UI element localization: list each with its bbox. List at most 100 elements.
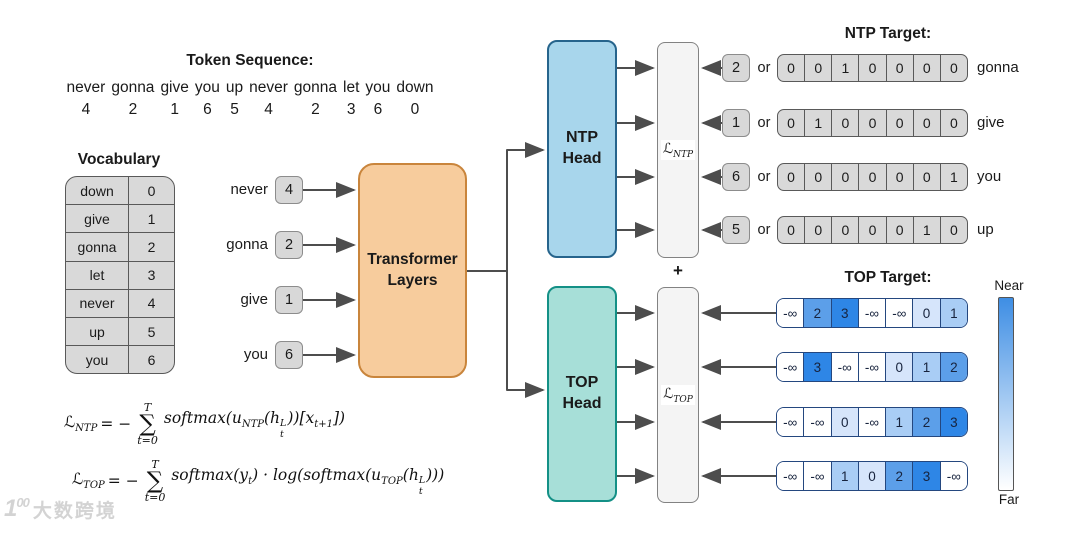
ntp-target-token: 6 <box>722 163 750 191</box>
token-word: never <box>249 79 288 96</box>
vocab-word: gonna <box>66 233 129 261</box>
proximity-cell: -∞ <box>777 299 804 327</box>
ntp-target-title: NTP Target: <box>844 25 932 42</box>
token-word: give <box>160 79 189 96</box>
watermark-logo-icon: 100 <box>4 495 30 522</box>
transformer-label-line2: Layers <box>387 271 438 289</box>
proximity-cell: 1 <box>885 408 913 436</box>
top-target-title: TOP Target: <box>844 269 932 286</box>
proximity-cell: 0 <box>857 462 886 490</box>
token-id: 1 <box>170 101 179 119</box>
vocab-word: you <box>66 346 129 374</box>
input-word: you <box>243 346 268 363</box>
input-token-box: 6 <box>275 341 303 369</box>
proximity-cell: -∞ <box>830 353 858 381</box>
vector-cell: 1 <box>804 110 831 136</box>
vocab-row: you 6 <box>66 345 174 374</box>
vocab-row: gonna 2 <box>66 232 174 261</box>
input-token-box: 2 <box>275 231 303 259</box>
proximity-cell: -∞ <box>777 462 804 490</box>
vector-cell: 0 <box>912 55 940 81</box>
vector-cell: 0 <box>804 55 831 81</box>
token-pair: give 1 <box>160 78 188 120</box>
proximity-cell: 3 <box>830 299 858 327</box>
vector-cell: 0 <box>831 110 858 136</box>
vector-cell: 0 <box>885 110 913 136</box>
proximity-cell: 3 <box>912 462 940 490</box>
top-head-label-line2: Head <box>562 395 602 412</box>
proximity-cell: 2 <box>912 408 940 436</box>
vector-cell: 0 <box>939 217 967 243</box>
vector-cell: 0 <box>858 110 885 136</box>
vocab-index: 5 <box>147 323 156 340</box>
token-word: down <box>396 79 434 96</box>
vector-cell: 0 <box>939 55 967 81</box>
vector-cell: 0 <box>885 55 913 81</box>
vocab-index: 4 <box>147 295 156 312</box>
token-id: 5 <box>230 101 239 119</box>
vector-cell: 1 <box>939 164 967 190</box>
vector-cell: 0 <box>831 217 858 243</box>
proximity-cell: -∞ <box>857 408 886 436</box>
vector-cell: 0 <box>858 55 885 81</box>
token-id: 4 <box>81 101 91 119</box>
vocabulary-title: Vocabulary <box>77 151 161 168</box>
token-id: 3 <box>346 101 356 119</box>
top-loss-label: ℒTOP <box>661 384 695 406</box>
or-label: or <box>757 222 771 238</box>
proximity-cell: 1 <box>830 462 858 490</box>
top-head-label-line1: TOP <box>565 374 599 392</box>
ntp-head-label-line2: Head <box>562 150 602 167</box>
proximity-colorbar <box>998 297 1014 491</box>
vector-cell: 0 <box>787 115 795 131</box>
top-loss-box: ℒTOP <box>657 287 699 503</box>
vector-cell: 0 <box>858 164 885 190</box>
vector-cell: 0 <box>787 169 795 185</box>
token-word: gonna <box>293 79 338 96</box>
input-token-box: 1 <box>275 286 303 314</box>
watermark: 100 大数跨境 <box>4 495 117 523</box>
or-label: or <box>757 115 771 131</box>
vocab-index: 6 <box>147 351 156 368</box>
proximity-cell: -∞ <box>939 462 967 490</box>
token-sequence-title: Token Sequence: <box>186 52 314 69</box>
vector-cell: 0 <box>804 164 831 190</box>
token-id: 6 <box>373 101 383 119</box>
input-word: never <box>230 181 268 198</box>
vocab-index: 0 <box>147 182 156 199</box>
proximity-cell: -∞ <box>857 299 886 327</box>
vocab-index: 2 <box>147 238 156 255</box>
vocab-word: down <box>66 177 129 205</box>
proximity-cell: 1 <box>912 353 940 381</box>
ntp-target-token: 5 <box>722 216 750 244</box>
ntp-loss-label: ℒNTP <box>660 139 696 161</box>
proximity-cell: -∞ <box>803 408 831 436</box>
ntp-target-word: up <box>977 221 994 238</box>
top-head-box: TOP Head <box>547 286 617 502</box>
proximity-cell: -∞ <box>885 299 913 327</box>
proximity-cell: 2 <box>939 353 967 381</box>
token-word: you <box>365 79 391 96</box>
proximity-cell: -∞ <box>803 462 831 490</box>
vector-cell: 0 <box>858 217 885 243</box>
token-id: 6 <box>203 101 212 119</box>
token-pair: you 6 <box>365 78 390 120</box>
ntp-loss-box: ℒNTP <box>657 42 699 258</box>
ntp-head-box: NTP Head <box>547 40 617 258</box>
input-word: gonna <box>226 236 268 253</box>
input-token-box: 4 <box>275 176 303 204</box>
